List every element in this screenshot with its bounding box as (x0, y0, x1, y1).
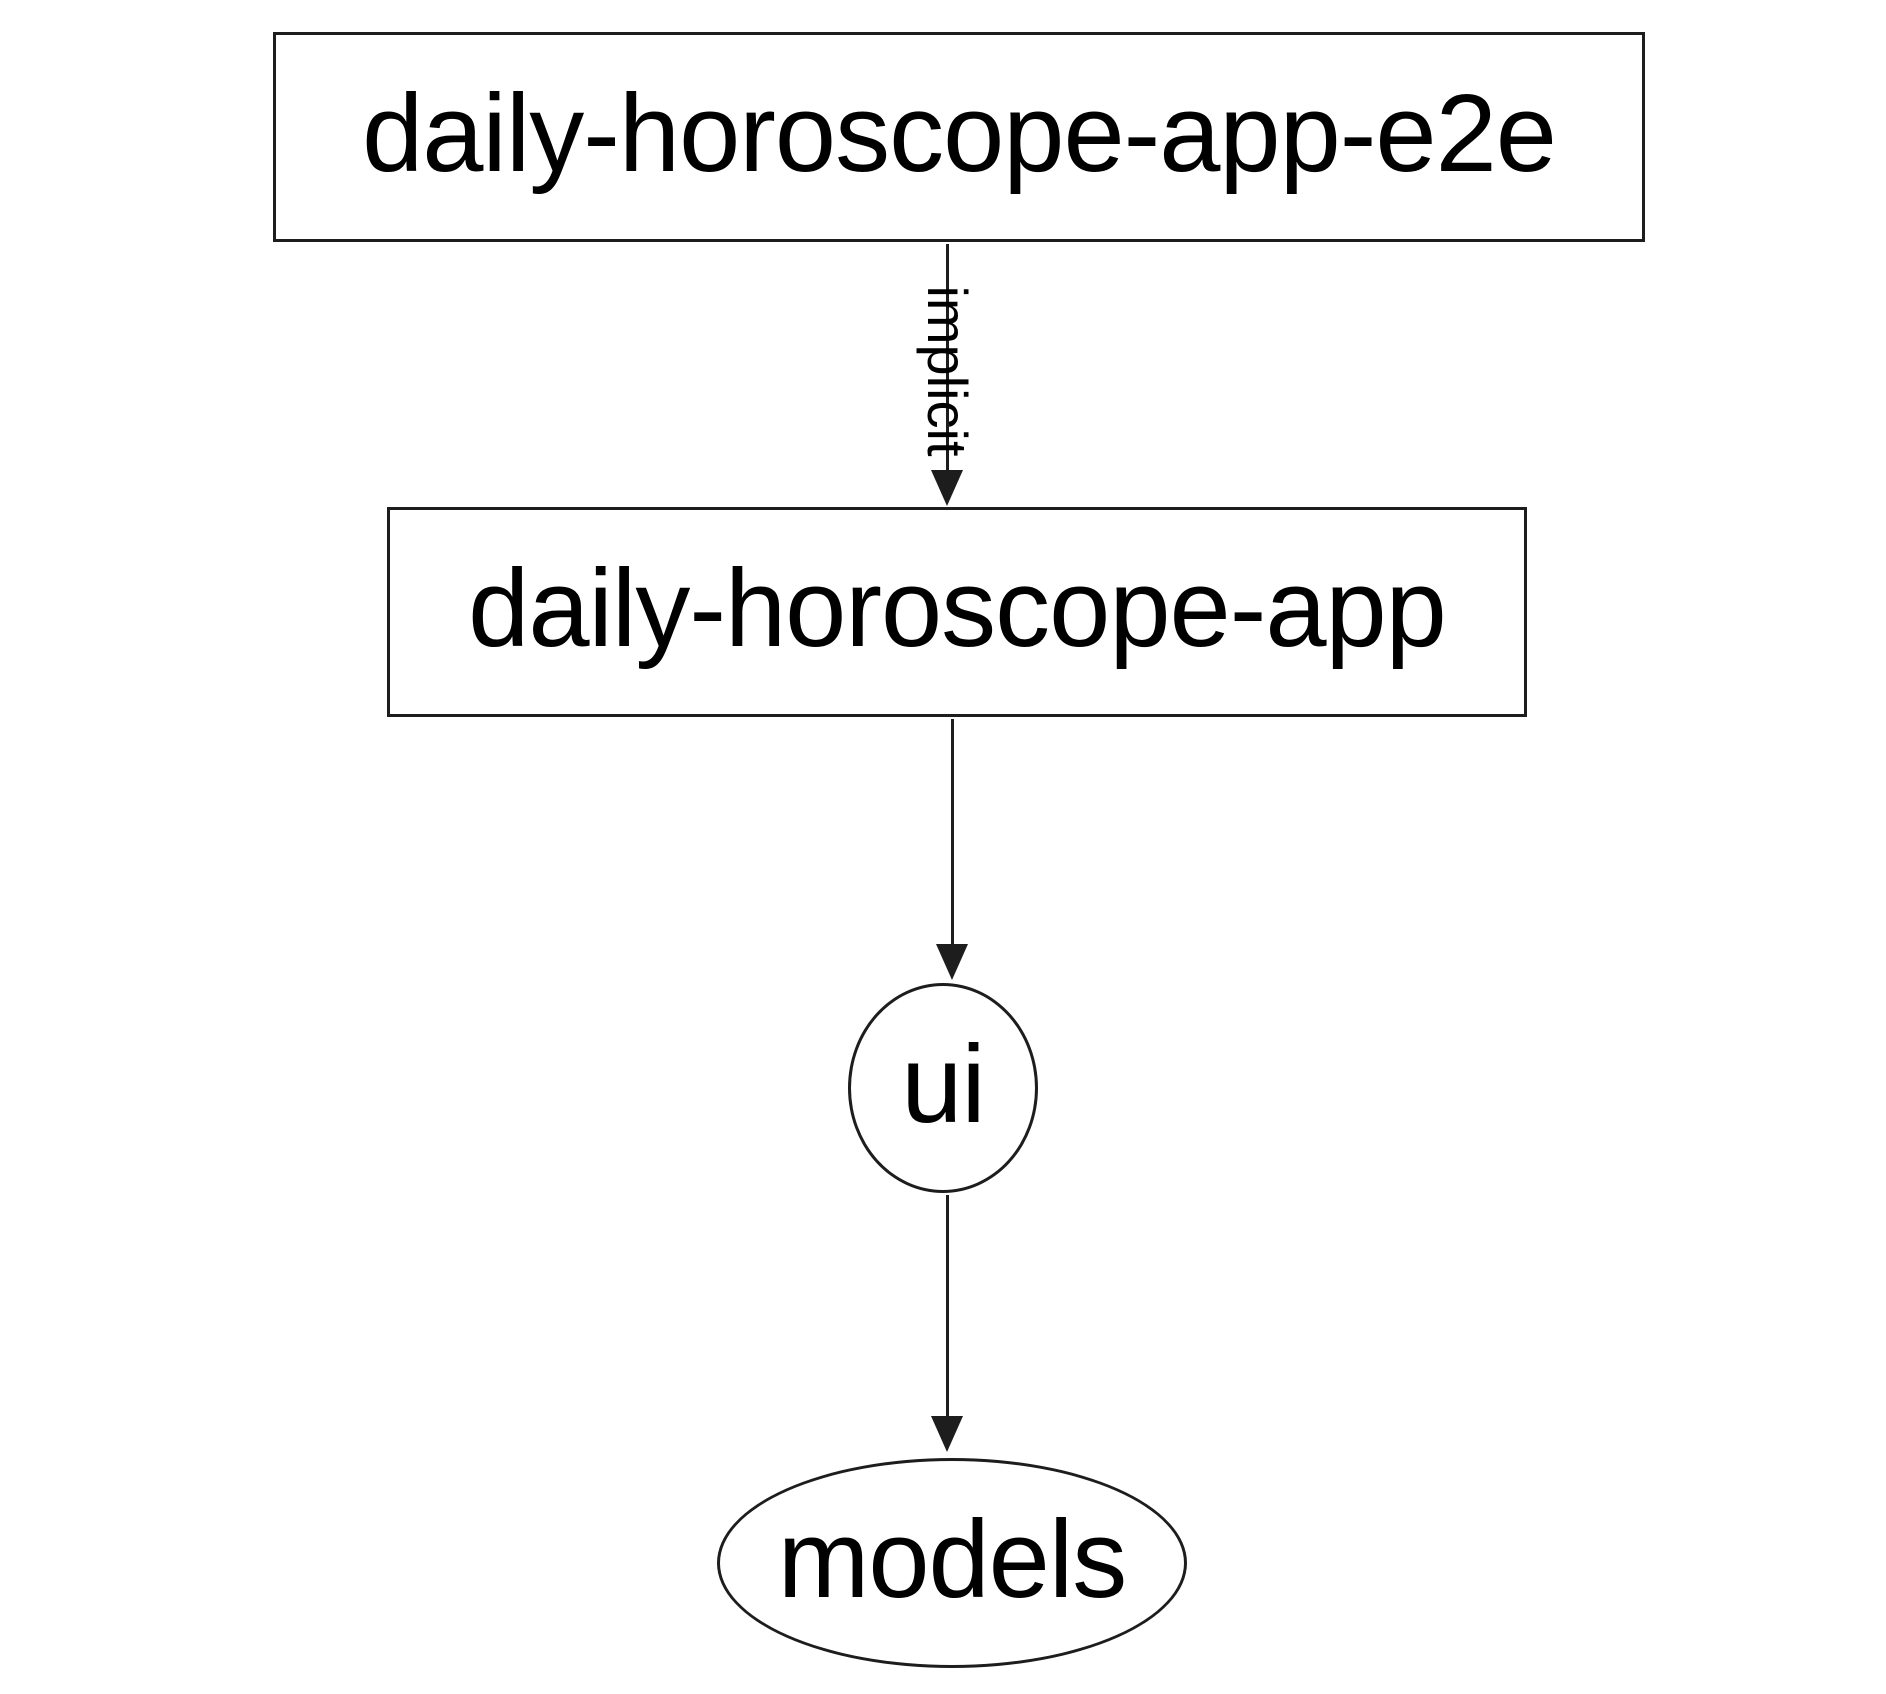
node-daily-horoscope-app-e2e[interactable]: daily-horoscope-app-e2e (273, 32, 1645, 242)
node-label: ui (901, 1023, 986, 1146)
node-daily-horoscope-app[interactable]: daily-horoscope-app (387, 507, 1527, 717)
arrowhead-icon (936, 944, 968, 980)
node-label: daily-horoscope-app (468, 547, 1447, 670)
node-label: daily-horoscope-app-e2e (362, 72, 1557, 195)
arrowhead-icon (931, 1416, 963, 1452)
edge-line (946, 244, 949, 472)
node-label: models (777, 1498, 1128, 1621)
edge-line (946, 1195, 949, 1417)
edge-label-implicit: implicit (916, 285, 979, 457)
node-models[interactable]: models (717, 1458, 1187, 1668)
edge-line (951, 719, 954, 945)
node-ui[interactable]: ui (848, 983, 1038, 1193)
arrowhead-icon (931, 470, 963, 506)
